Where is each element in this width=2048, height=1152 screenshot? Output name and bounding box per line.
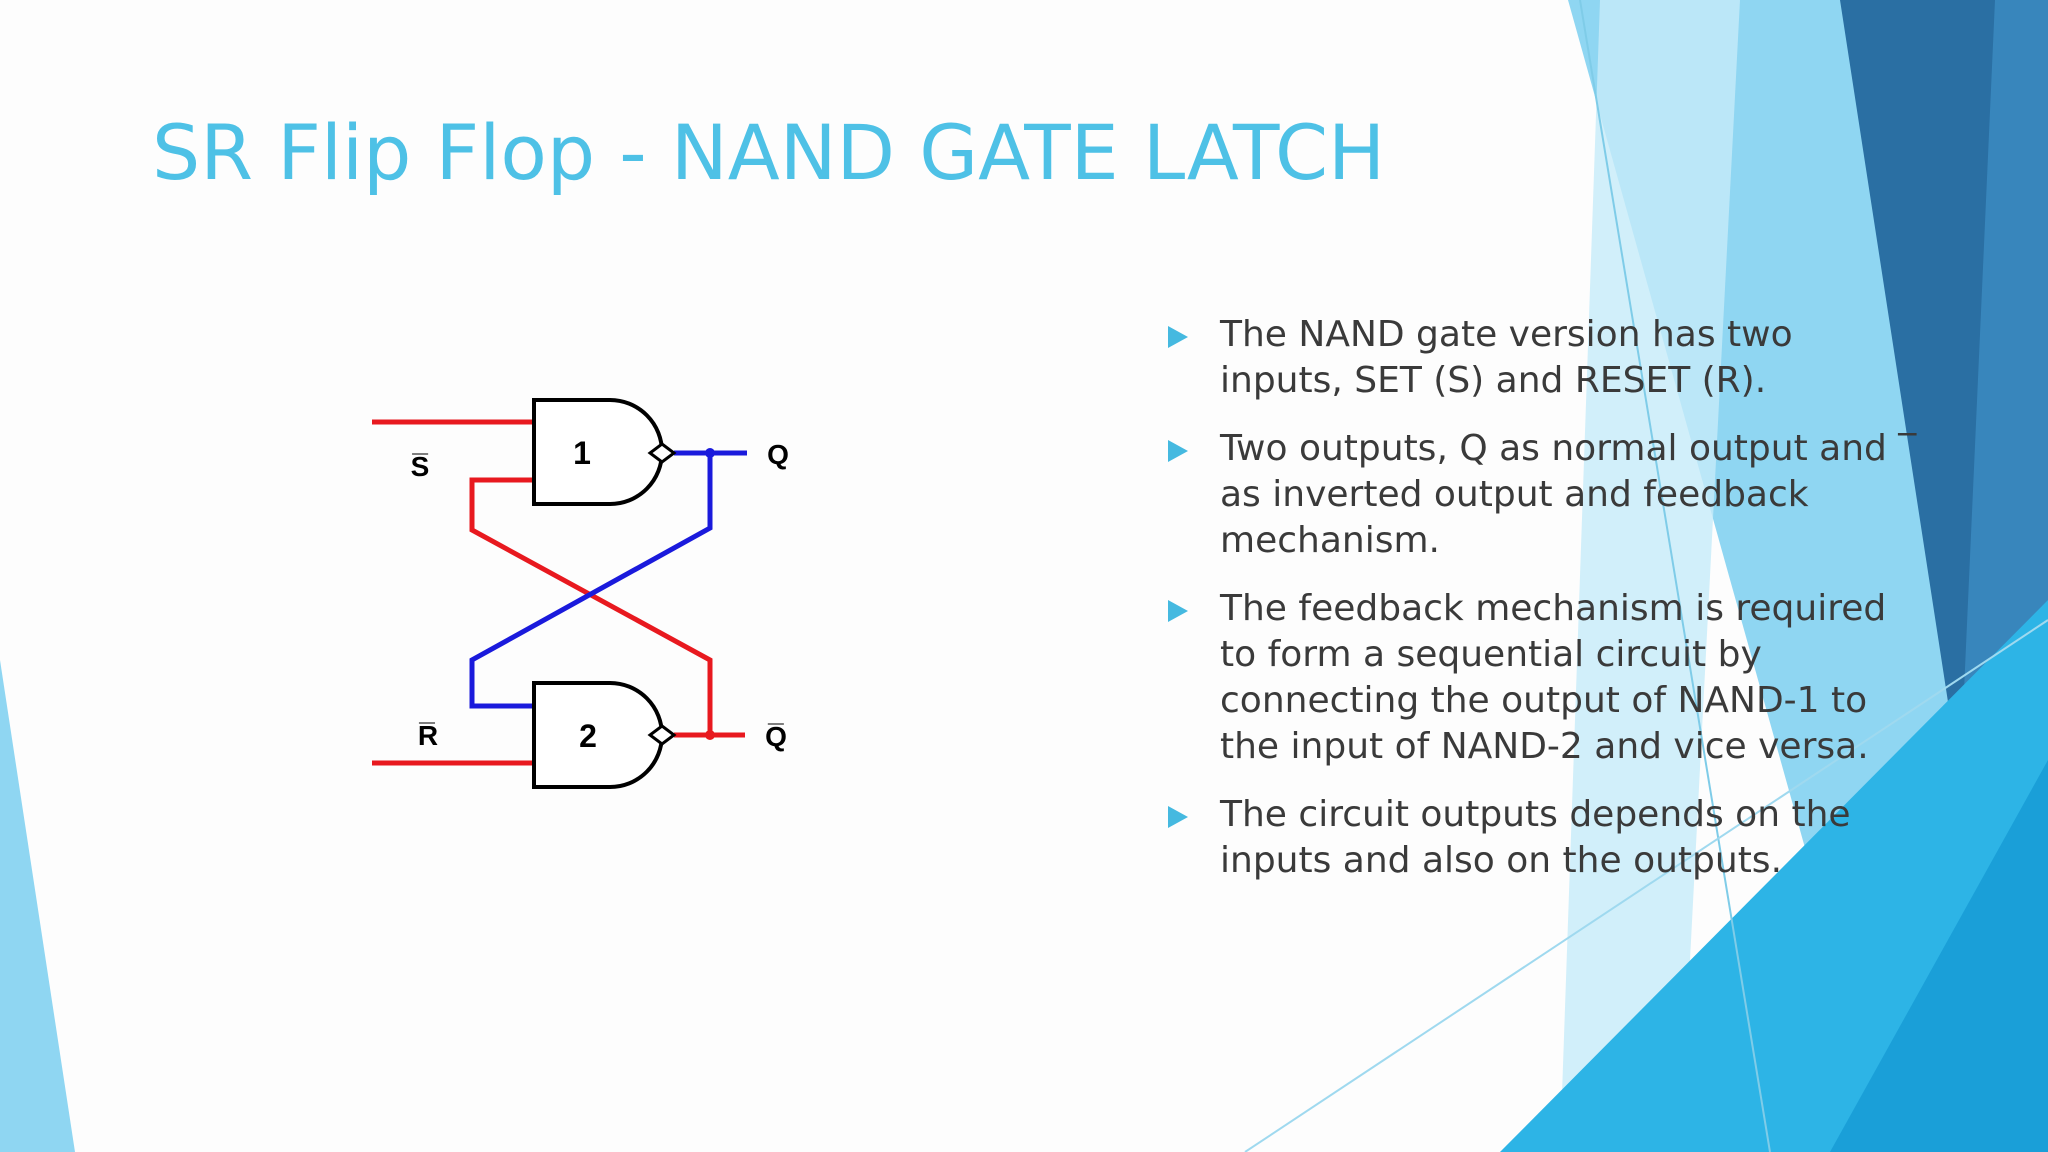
bullet-text: Two outputs, Q as normal output and ‾ as… — [1220, 428, 1917, 561]
triangle-bullet-icon — [1168, 600, 1188, 622]
wire-feedback-qbar-to-gate1 — [469, 477, 713, 735]
wire-feedback-q-to-gate2 — [469, 453, 713, 709]
bullet-item: The circuit outputs depends on the input… — [1160, 792, 1920, 884]
gate-2-inversion-bubble — [647, 724, 677, 746]
nand-gate-2: 2 — [532, 681, 677, 789]
lower-right-cyan-dark — [1830, 760, 2048, 1152]
gate-2-body — [532, 681, 664, 789]
thin-accent-line-1 — [1579, 0, 1771, 1152]
sr-latch-circuit-diagram: 1 2 S̅ R̅ Q Q̅ — [372, 398, 789, 789]
bullet-text: The NAND gate version has two inputs, SE… — [1220, 314, 1793, 401]
right-accent-mid — [1960, 0, 2048, 820]
right-accent-pale — [1560, 0, 1740, 1152]
bullet-list: The NAND gate version has two inputs, SE… — [1160, 312, 1920, 906]
bullet-item: The NAND gate version has two inputs, SE… — [1160, 312, 1920, 404]
gate-1-label: 1 — [573, 435, 591, 471]
thin-accent-line-2 — [1244, 619, 2048, 1152]
triangle-bullet-icon — [1168, 326, 1188, 348]
gate-1-body — [532, 398, 664, 506]
left-accent-shape — [0, 660, 75, 1152]
triangle-bullet-icon — [1168, 440, 1188, 462]
triangle-bullet-icon — [1168, 806, 1188, 828]
bullet-text: The feedback mechanism is required to fo… — [1220, 588, 1887, 767]
gate-1-inversion-bubble — [647, 442, 677, 464]
input-r-label: R̅ — [418, 720, 438, 751]
slide-title: SR Flip Flop - NAND GATE LATCH — [152, 108, 1386, 197]
bullet-text: The circuit outputs depends on the input… — [1220, 794, 1851, 881]
bullet-item: Two outputs, Q as normal output and ‾ as… — [1160, 426, 1920, 564]
bullet-item: The feedback mechanism is required to fo… — [1160, 586, 1920, 770]
output-q-label: Q — [767, 439, 789, 470]
junction-qbar — [705, 730, 715, 740]
nand-gate-1: 1 — [532, 398, 677, 506]
gate-2-label: 2 — [579, 718, 597, 754]
red-wires — [372, 419, 745, 766]
input-s-label: S̅ — [411, 451, 430, 482]
output-qbar-label: Q̅ — [765, 721, 787, 752]
junction-q — [705, 448, 715, 458]
